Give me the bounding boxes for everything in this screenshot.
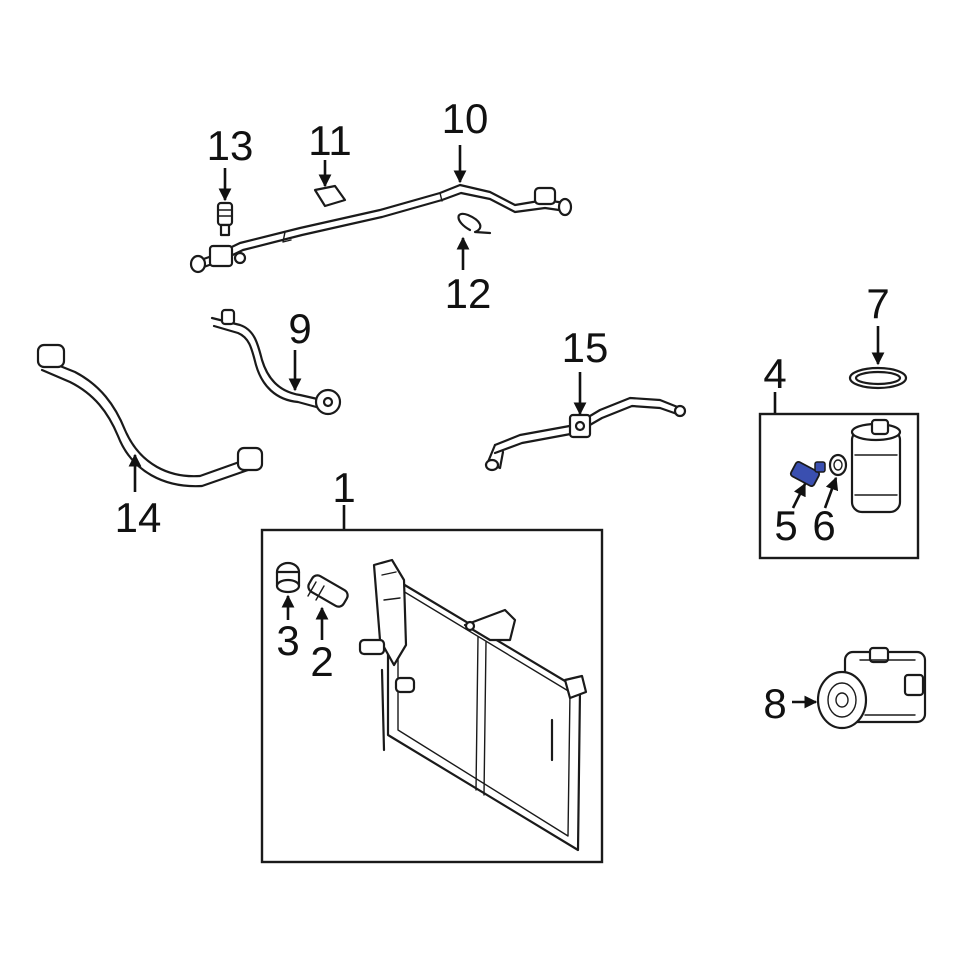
callout-5: 5 bbox=[774, 502, 797, 549]
part-10-ac-line[interactable] bbox=[189, 183, 573, 274]
callout-11: 11 bbox=[308, 117, 352, 164]
part-12-clip[interactable] bbox=[457, 212, 492, 235]
callout-7: 7 bbox=[866, 280, 889, 327]
callout-6: 6 bbox=[812, 502, 835, 549]
part-15-line[interactable] bbox=[484, 396, 687, 472]
callout-15: 15 bbox=[562, 324, 609, 371]
drier-box bbox=[758, 412, 920, 560]
part-7-o-ring[interactable] bbox=[848, 366, 908, 390]
callout-1: 1 bbox=[332, 464, 355, 511]
leader-5 bbox=[791, 482, 807, 509]
leader-6 bbox=[823, 476, 839, 509]
part-8-compressor[interactable] bbox=[816, 646, 927, 730]
callout-12: 12 bbox=[445, 270, 492, 317]
part-1-condenser[interactable] bbox=[358, 558, 588, 852]
part-4-receiver-drier[interactable] bbox=[850, 418, 902, 514]
part-14-hose[interactable] bbox=[36, 343, 264, 488]
part-11-bracket[interactable] bbox=[313, 184, 347, 208]
callout-10: 10 bbox=[442, 95, 489, 142]
callout-9: 9 bbox=[288, 305, 311, 352]
callout-13: 13 bbox=[207, 122, 254, 169]
callout-8: 8 bbox=[763, 680, 786, 727]
condenser-box bbox=[260, 528, 604, 864]
callout-2: 2 bbox=[310, 638, 333, 685]
callout-4: 4 bbox=[763, 350, 786, 397]
part-3-cap[interactable] bbox=[275, 561, 301, 594]
part-9-hose[interactable] bbox=[210, 308, 342, 416]
callout-14: 14 bbox=[115, 494, 162, 541]
part-5-pressure-switch[interactable] bbox=[789, 460, 826, 488]
part-2-filter[interactable] bbox=[306, 573, 350, 609]
part-6-seal[interactable] bbox=[828, 453, 848, 477]
part-13-valve[interactable] bbox=[216, 201, 234, 237]
callout-3: 3 bbox=[276, 617, 299, 664]
